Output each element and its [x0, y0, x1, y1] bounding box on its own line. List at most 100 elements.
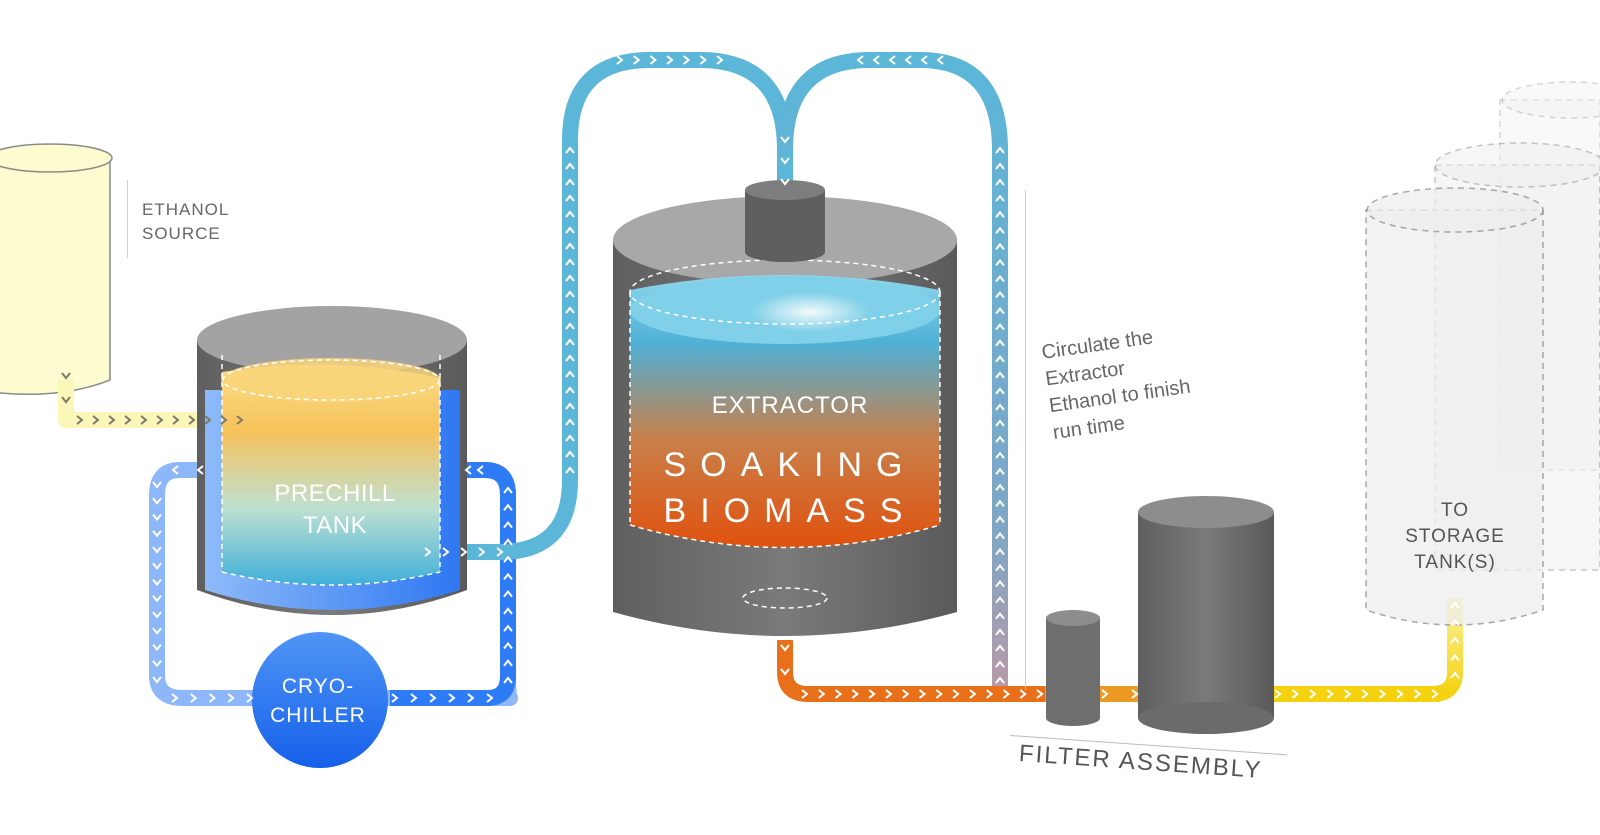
flow-arrow-icon — [1002, 689, 1011, 699]
flow-arrow-icon — [995, 242, 1005, 250]
flow-arrow-icon — [503, 590, 513, 598]
flow-arrow-icon — [246, 693, 254, 703]
flow-arrow-icon — [172, 415, 180, 425]
flow-arrow-icon — [140, 415, 148, 425]
flow-arrow-icon — [1396, 689, 1404, 699]
flow-arrow-icon — [851, 689, 859, 699]
flow-arrow-icon — [1450, 671, 1460, 679]
flow-arrow-icon — [1413, 689, 1422, 699]
flow-arrow-icon — [61, 372, 71, 380]
flow-arrow-icon — [995, 146, 1005, 154]
flow-arrow-icon — [152, 627, 162, 635]
flow-arrow-icon — [995, 531, 1005, 540]
flow-arrow-icon — [902, 689, 910, 699]
flow-arrow-icon — [995, 274, 1005, 283]
flow-arrow-icon — [152, 676, 162, 684]
flow-arrow-icon — [995, 162, 1005, 170]
flow-arrow-icon — [565, 418, 575, 426]
flow-arrow-icon — [818, 689, 826, 699]
flow-arrow-icon — [872, 55, 880, 65]
flow-arrow-icon — [503, 641, 513, 650]
flow-arrow-icon — [995, 290, 1005, 299]
flow-arrow-icon — [565, 210, 575, 218]
flow-arrow-icon — [1431, 689, 1439, 699]
flow-arrow-icon — [995, 387, 1005, 395]
flow-arrow-icon — [152, 530, 162, 538]
flow-arrow-icon — [995, 210, 1005, 218]
flow-arrow-icon — [801, 689, 809, 699]
flow-arrow-icon — [503, 520, 513, 529]
flow-arrow-icon — [1274, 689, 1282, 699]
flow-arrow-icon — [236, 415, 244, 425]
cryo-chiller — [252, 632, 388, 768]
flow-arrow-icon — [834, 689, 843, 699]
flow-arrow-icon — [424, 547, 432, 557]
flow-arrow-icon — [780, 157, 790, 165]
flow-arrow-icon — [952, 689, 960, 699]
flow-arrow-icon — [92, 415, 100, 425]
flow-arrow-icon — [108, 415, 116, 425]
flow-arrow-icon — [188, 415, 196, 425]
flow-arrow-icon — [995, 451, 1005, 459]
flow-arrow-icon — [152, 562, 162, 570]
soaking-biomass-label: SOAKING BIOMASS — [663, 446, 917, 530]
flow-arrow-icon — [565, 306, 575, 314]
recirculation-pipe — [777, 52, 1008, 690]
storage-tanks-label: TO STORAGE TANK(S) — [1405, 500, 1505, 573]
flow-arrow-icon — [429, 693, 437, 703]
flow-arrow-icon — [995, 499, 1005, 507]
flow-arrow-icon — [565, 274, 575, 282]
flow-arrow-icon — [920, 55, 928, 65]
prechill-tank — [197, 306, 467, 615]
flow-arrow-icon — [699, 55, 707, 65]
flow-arrow-icon — [995, 596, 1005, 604]
circulate-divider — [1025, 190, 1026, 690]
flow-arrow-icon — [888, 55, 896, 65]
flow-arrow-icon — [503, 486, 513, 494]
flow-arrow-icon — [565, 370, 575, 378]
storage-tanks — [1365, 81, 1600, 626]
flow-arrow-icon — [995, 258, 1005, 267]
flow-arrow-icon — [152, 578, 162, 587]
flow-arrow-icon — [565, 322, 575, 330]
flow-arrow-icon — [464, 465, 472, 475]
flow-arrow-icon — [1379, 689, 1387, 699]
flow-arrow-icon — [61, 396, 71, 404]
flow-arrow-icon — [565, 258, 575, 266]
flow-arrow-icon — [565, 354, 575, 362]
flow-arrow-icon — [780, 644, 790, 652]
ethanol-source-tank — [0, 143, 113, 395]
flow-arrow-icon — [503, 607, 513, 615]
flow-arrow-icon — [918, 689, 927, 699]
flow-arrow-icon — [936, 55, 944, 65]
flow-arrow-icon — [1101, 689, 1109, 699]
flow-arrow-icon — [995, 194, 1005, 202]
flow-arrow-icon — [391, 693, 399, 703]
flow-arrow-icon — [995, 612, 1005, 620]
flow-arrow-icon — [995, 467, 1005, 475]
flow-arrow-icon — [565, 434, 575, 442]
extractor-tank — [613, 180, 957, 636]
flow-arrow-icon — [76, 415, 84, 425]
flow-arrow-icon — [152, 546, 162, 554]
flow-arrow-icon — [448, 693, 456, 703]
flow-arrow-icon — [478, 547, 486, 557]
flow-arrow-icon — [476, 465, 484, 475]
flow-arrow-icon — [503, 572, 513, 580]
flow-arrow-icon — [227, 693, 235, 703]
flow-arrow-icon — [868, 689, 876, 699]
flow-arrow-icon — [995, 323, 1005, 331]
flow-arrow-icon — [565, 242, 575, 250]
flow-arrow-icon — [969, 689, 977, 699]
flow-arrow-icon — [152, 643, 162, 652]
flow-arrow-icon — [152, 660, 162, 668]
flow-arrow-icon — [503, 555, 513, 563]
flow-arrow-icon — [716, 55, 724, 65]
flow-arrow-icon — [171, 465, 179, 475]
flow-arrow-icon — [152, 513, 162, 522]
flow-arrow-icon — [442, 547, 450, 557]
cryo-chiller-label: CRYO- CHILLER — [270, 675, 366, 727]
flow-arrow-icon — [208, 693, 217, 703]
flow-arrow-icon — [486, 693, 494, 703]
